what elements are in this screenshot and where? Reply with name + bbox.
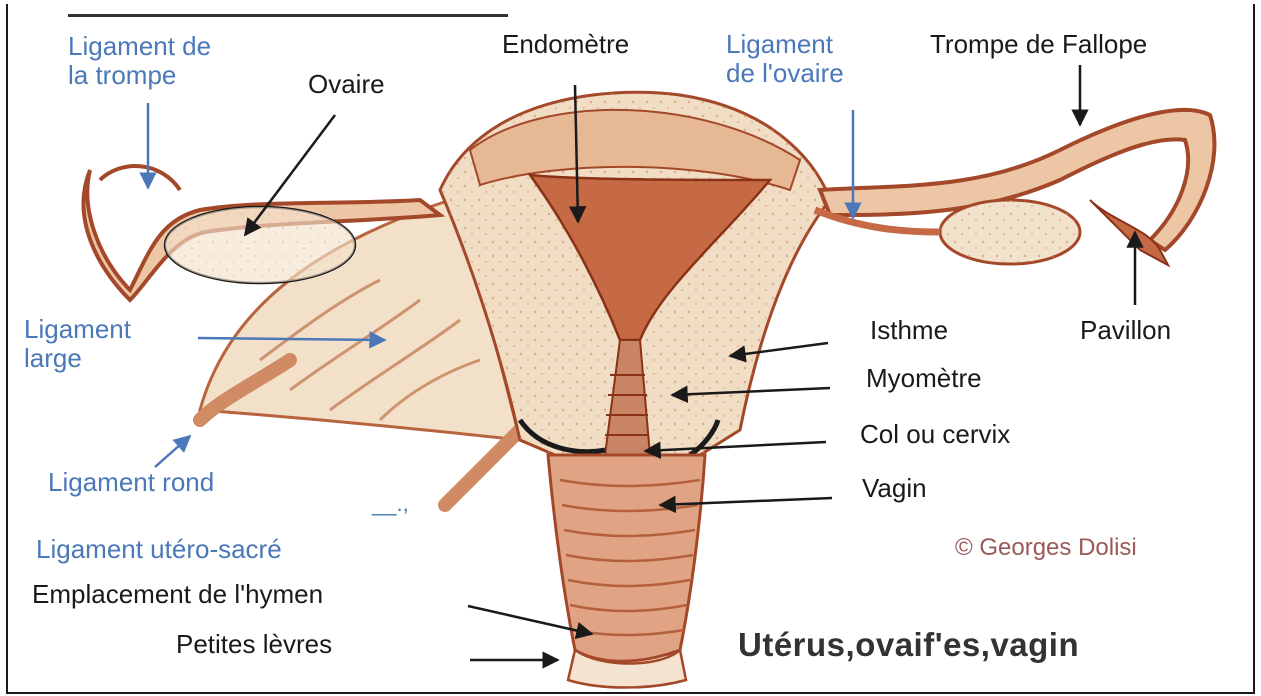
- figure-title: Utérus,ovaif'es,vagin: [738, 627, 1079, 664]
- label-endometre: Endomètre: [502, 30, 629, 59]
- pointer-ligament-rond: [155, 436, 190, 467]
- label-ligament-utero-sacre: Ligament utéro-sacré: [36, 535, 282, 564]
- label-pavillon: Pavillon: [1080, 316, 1171, 345]
- label-vagin: Vagin: [862, 474, 927, 503]
- label-ligament-large: Ligament large: [24, 315, 131, 373]
- label-ligament-rond: Ligament rond: [48, 468, 214, 497]
- uterosacral-ligament: [445, 430, 520, 505]
- label-ligament-trompe: Ligament de la trompe: [68, 32, 211, 90]
- copyright-text: © Georges Dolisi: [955, 535, 1137, 562]
- label-isthme: Isthme: [870, 316, 948, 345]
- label-emplacement-hymen: Emplacement de l'hymen: [32, 580, 323, 609]
- label-myometre: Myomètre: [866, 364, 982, 393]
- label-col-cervix: Col ou cervix: [860, 420, 1010, 449]
- label-trompe-fallope: Trompe de Fallope: [930, 30, 1147, 59]
- label-petites-levres: Petites lèvres: [176, 630, 332, 659]
- label-ovaire: Ovaire: [308, 70, 385, 99]
- label-ligament-ovaire: Ligament de l'ovaire: [726, 30, 844, 88]
- stray-mark: __.,: [372, 492, 409, 517]
